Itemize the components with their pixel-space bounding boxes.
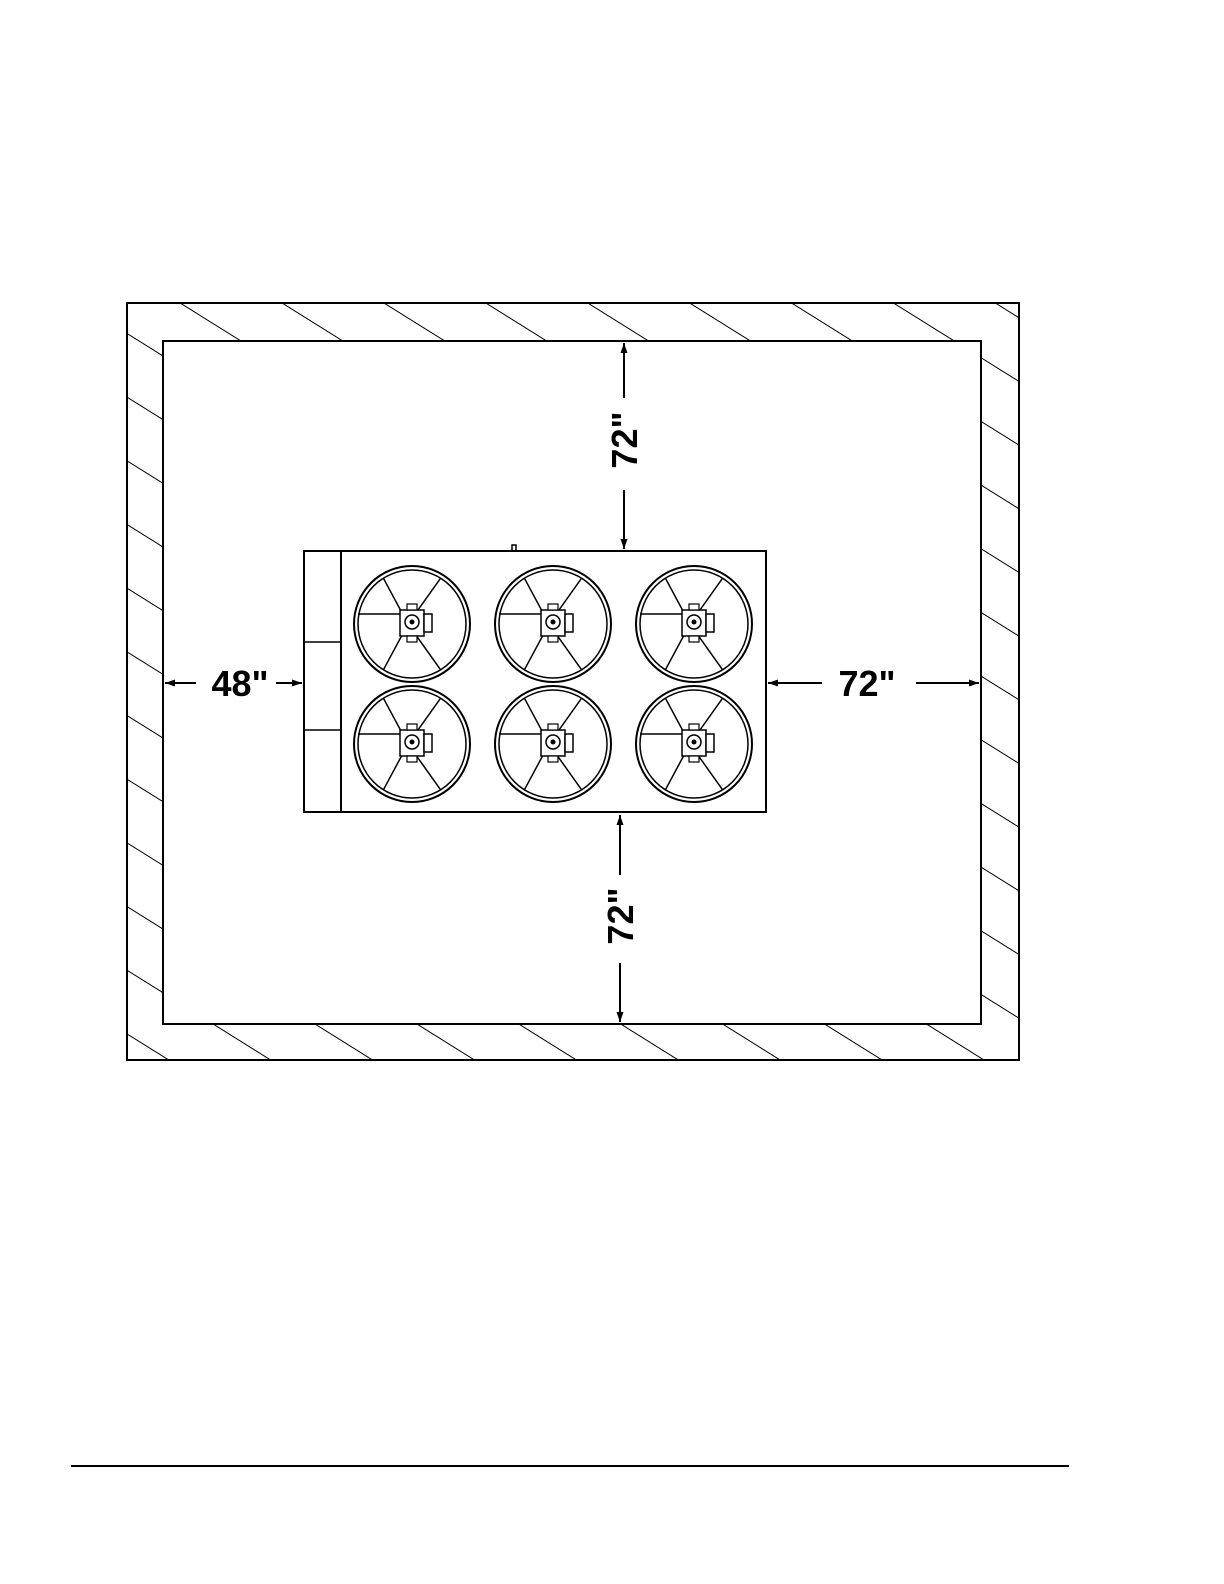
fan-mount	[548, 636, 558, 642]
dimension-left: 48"	[165, 663, 302, 704]
fan-motor-box	[424, 734, 432, 752]
fan-mount	[689, 756, 699, 762]
fan-array	[354, 566, 752, 802]
fan-mount	[407, 756, 417, 762]
condenser-fan	[495, 686, 611, 802]
condenser-fan	[354, 686, 470, 802]
condenser-unit	[304, 545, 766, 812]
fan-mount	[689, 604, 699, 610]
dimension-label-right: 72"	[838, 663, 895, 704]
condenser-fan	[636, 686, 752, 802]
fan-motor-box	[706, 734, 714, 752]
fan-motor-box	[565, 614, 573, 632]
condenser-fan	[354, 566, 470, 682]
dimension-label-top: 72"	[604, 411, 645, 468]
dimension-right: 72"	[768, 663, 979, 704]
condenser-fan	[636, 566, 752, 682]
fan-mount	[407, 724, 417, 730]
fan-mount	[548, 724, 558, 730]
fan-shaft	[692, 740, 697, 745]
fan-mount	[407, 636, 417, 642]
fan-mount	[407, 604, 417, 610]
condenser-fan	[495, 566, 611, 682]
fan-mount	[689, 636, 699, 642]
fan-shaft	[692, 620, 697, 625]
dimension-label-left: 48"	[211, 663, 268, 704]
fan-shaft	[410, 620, 415, 625]
fan-shaft	[410, 740, 415, 745]
fan-mount	[548, 756, 558, 762]
fan-shaft	[551, 620, 556, 625]
fan-motor-box	[424, 614, 432, 632]
fan-motor-box	[706, 614, 714, 632]
fan-shaft	[551, 740, 556, 745]
fan-mount	[548, 604, 558, 610]
dimension-bottom: 72"	[600, 815, 641, 1022]
dimension-top: 72"	[604, 343, 645, 549]
fan-mount	[689, 724, 699, 730]
dimension-label-bottom: 72"	[600, 887, 641, 944]
fan-motor-box	[565, 734, 573, 752]
